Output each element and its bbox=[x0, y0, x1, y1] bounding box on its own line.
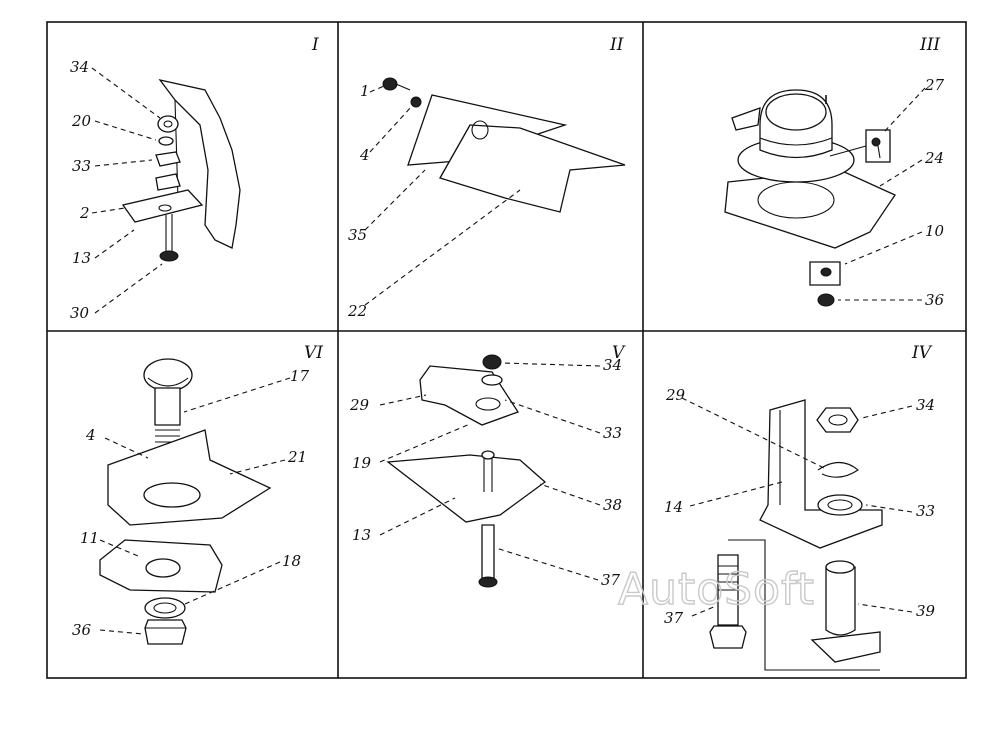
panel-vi: VI 17 4 21 11 18 36 bbox=[72, 343, 323, 645]
callout-v-34: 34 bbox=[603, 356, 622, 374]
callout-v-38: 38 bbox=[603, 496, 622, 514]
panel-i: I 34 20 33 2 13 30 bbox=[70, 35, 319, 322]
callout-i-2: 2 bbox=[79, 204, 90, 222]
callout-vi-18: 18 bbox=[282, 552, 301, 570]
panel-ii-numeral: II bbox=[609, 35, 624, 55]
callout-iii-10: 10 bbox=[925, 222, 945, 240]
callout-v-37: 37 bbox=[601, 571, 621, 589]
panel-ii: II 1 4 35 22 bbox=[347, 35, 626, 320]
callout-i-30: 30 bbox=[70, 304, 90, 322]
callout-i-13: 13 bbox=[72, 249, 91, 267]
panel-v-numeral: V bbox=[612, 343, 626, 363]
panel-vi-numeral: VI bbox=[304, 343, 323, 363]
panel-grid bbox=[46, 21, 967, 679]
callout-vi-17: 17 bbox=[290, 367, 310, 385]
panel-iii: III 27 24 10 36 bbox=[724, 35, 945, 309]
callout-i-20: 20 bbox=[71, 112, 92, 130]
callout-ii-1: 1 bbox=[360, 82, 370, 100]
callout-vi-11: 11 bbox=[80, 529, 99, 547]
panel-v: V 34 29 33 19 38 13 37 bbox=[349, 343, 626, 589]
callout-iii-24: 24 bbox=[924, 149, 944, 167]
callout-vi-21: 21 bbox=[287, 448, 307, 466]
panel-i-numeral: I bbox=[311, 35, 319, 55]
callout-vi-36: 36 bbox=[72, 621, 92, 639]
panel-iv: IV 29 34 14 33 37 39 bbox=[664, 343, 936, 671]
callout-iv-33: 33 bbox=[916, 502, 935, 520]
watermark-text: AutoSoft bbox=[618, 564, 815, 615]
callout-iii-36: 36 bbox=[925, 291, 945, 309]
callout-ii-4: 4 bbox=[359, 146, 370, 164]
callout-ii-35: 35 bbox=[348, 226, 367, 244]
callout-vi-4: 4 bbox=[85, 426, 96, 444]
callout-v-29: 29 bbox=[349, 396, 370, 414]
panel-iii-numeral: III bbox=[919, 35, 940, 55]
callout-iv-39: 39 bbox=[916, 602, 936, 620]
callout-iv-37: 37 bbox=[664, 609, 684, 627]
callout-ii-22: 22 bbox=[347, 302, 367, 320]
callout-i-33: 33 bbox=[72, 157, 91, 175]
panel-iv-numeral: IV bbox=[911, 343, 933, 363]
callout-iv-14: 14 bbox=[664, 498, 683, 516]
callout-v-19: 19 bbox=[352, 454, 372, 472]
callout-v-33: 33 bbox=[603, 424, 622, 442]
callout-iv-29: 29 bbox=[665, 386, 686, 404]
callout-iv-34: 34 bbox=[916, 396, 935, 414]
callout-v-13: 13 bbox=[352, 526, 371, 544]
callout-iii-27: 27 bbox=[924, 76, 945, 94]
callout-i-34: 34 bbox=[70, 58, 89, 76]
